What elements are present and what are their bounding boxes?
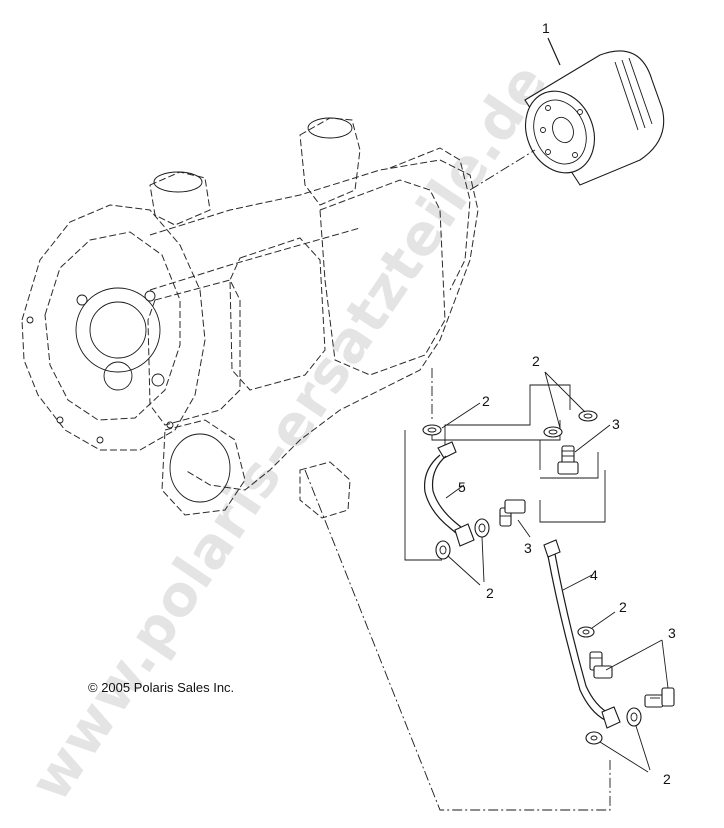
callout-2-washer-lower: 2 [619,599,627,615]
copyright-notice: © 2005 Polaris Sales Inc. [88,680,235,695]
callout-2-washers-bottom: 2 [663,771,671,787]
callout-4-oil-line: 4 [590,567,598,583]
oil-filter [469,37,665,191]
lower-hardware-group [543,539,675,745]
engine-crankcase [21,117,479,519]
watermark-text: www.polaris-ersatzteile.de [18,52,561,813]
callout-5-oil-line: 5 [458,479,466,495]
callout-leaders [441,371,669,773]
callout-1-oil-filter: 1 [542,20,550,36]
callout-3-bolts-lower: 3 [668,625,676,641]
callout-3-bolt-top-right: 3 [612,416,620,432]
callout-2-washer-top-left: 2 [482,393,490,409]
callout-3-bolt-middle: 3 [524,540,532,556]
upper-hardware-group [304,368,611,811]
callout-2-washers-top-right: 2 [532,353,540,369]
callout-2-washers-middle: 2 [486,585,494,601]
